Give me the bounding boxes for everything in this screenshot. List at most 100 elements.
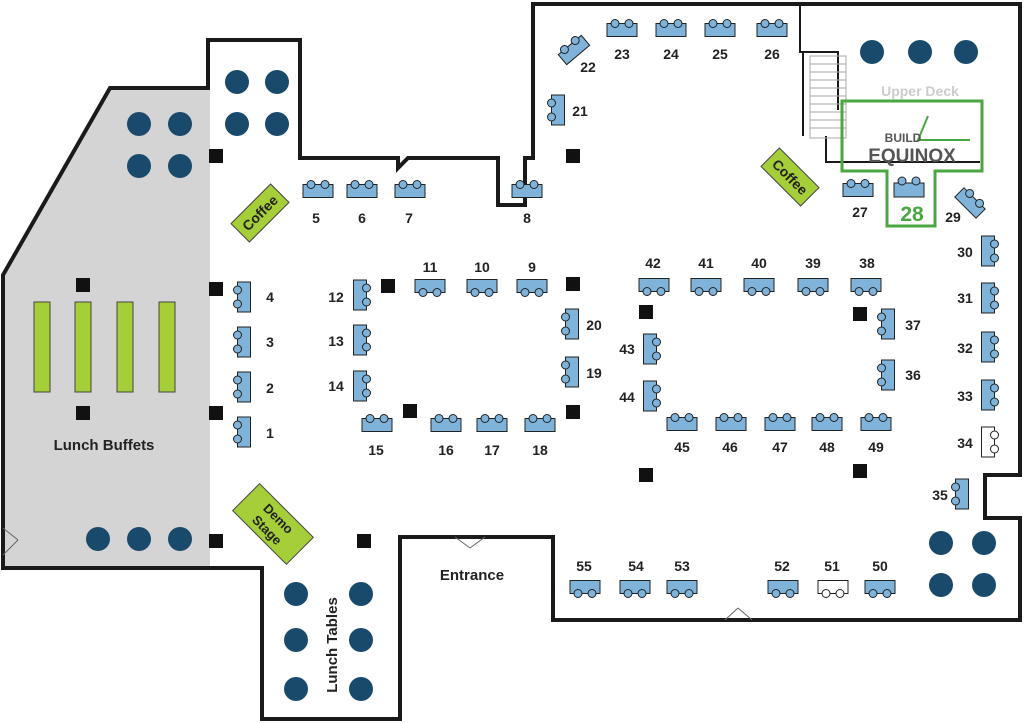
pillars: [76, 149, 867, 548]
booth-number: 40: [751, 255, 767, 271]
booth-32[interactable]: 32: [957, 331, 999, 363]
booth-number: 15: [368, 442, 384, 458]
booth-44[interactable]: 44: [619, 380, 661, 412]
booth-54[interactable]: 54: [619, 558, 651, 598]
round-table: [929, 573, 953, 597]
booth-number: 51: [824, 558, 840, 574]
coffee-station-left[interactable]: Coffee: [230, 183, 290, 243]
booth-36[interactable]: 36: [877, 359, 921, 391]
pillar: [209, 406, 223, 420]
booth-number: 1: [266, 425, 274, 441]
booth-11[interactable]: 11: [414, 259, 446, 297]
booth-number: 2: [266, 380, 274, 396]
booth-43[interactable]: 43: [619, 333, 661, 365]
booth-2[interactable]: 2: [233, 371, 275, 403]
booth-number: 10: [474, 259, 490, 275]
booth-8[interactable]: 8: [511, 180, 543, 227]
booth-14[interactable]: 14: [328, 370, 371, 402]
booth-1[interactable]: 1: [233, 416, 275, 448]
round-table: [284, 582, 308, 606]
round-table: [168, 112, 192, 136]
booth-number: 8: [523, 210, 531, 226]
pillar: [639, 305, 653, 319]
booth-21[interactable]: 21: [547, 94, 588, 126]
round-table: [972, 573, 996, 597]
booth-number: 18: [532, 442, 548, 458]
booth-27[interactable]: 27: [842, 179, 874, 221]
booth-41[interactable]: 41: [690, 255, 722, 296]
brand-line2: EQUINOX: [868, 146, 956, 167]
booth-number: 31: [957, 290, 973, 306]
booth-18[interactable]: 18: [524, 414, 556, 459]
booth-26[interactable]: 26: [756, 19, 788, 63]
round-table: [349, 582, 373, 606]
booth-number: 42: [645, 255, 661, 271]
booth-15[interactable]: 15: [361, 414, 393, 459]
build-equinox-logo: BUILD EQUINOX: [868, 115, 970, 167]
booth-38[interactable]: 38: [850, 255, 882, 296]
booth-3[interactable]: 3: [233, 326, 275, 358]
round-table: [284, 628, 308, 652]
booth-42[interactable]: 42: [638, 255, 670, 296]
round-table: [168, 154, 192, 178]
booth-19[interactable]: 19: [561, 356, 602, 388]
booth-48[interactable]: 48: [811, 413, 843, 456]
booth-12[interactable]: 12: [328, 279, 371, 311]
booth-number: 54: [628, 558, 644, 574]
booth-20[interactable]: 20: [561, 308, 602, 340]
booth-55[interactable]: 55: [569, 558, 601, 598]
booth-39[interactable]: 39: [797, 255, 829, 296]
booth-30[interactable]: 30: [957, 235, 999, 267]
pillar: [209, 534, 223, 548]
pillar: [76, 278, 90, 292]
booth-33[interactable]: 33: [957, 379, 999, 411]
booth-number: 47: [772, 439, 788, 455]
booth-number: 16: [438, 442, 454, 458]
booth-50[interactable]: 50: [864, 558, 896, 598]
pillar: [403, 404, 417, 418]
booth-number: 6: [358, 210, 366, 226]
booth-16[interactable]: 16: [430, 414, 462, 459]
booth-number: 17: [484, 442, 500, 458]
booth-29[interactable]: 29: [945, 185, 988, 225]
booth-5[interactable]: 5: [302, 180, 334, 227]
door-icons: [2, 527, 753, 621]
buffet-tables: [33, 301, 176, 393]
booth-37[interactable]: 37: [877, 308, 921, 340]
highlight-booth-28[interactable]: 28 BUILD EQUINOX: [840, 99, 984, 228]
lunch-buffet-area: [3, 88, 210, 568]
booth-31[interactable]: 31: [957, 282, 999, 314]
booth-4[interactable]: 4: [233, 281, 275, 313]
upper-deck-label: Upper Deck: [881, 83, 959, 99]
booth-10[interactable]: 10: [466, 259, 498, 297]
booth-40[interactable]: 40: [743, 255, 775, 296]
booth-7[interactable]: 7: [394, 180, 426, 227]
booth-49[interactable]: 49: [860, 413, 892, 456]
round-table: [349, 677, 373, 701]
booth-53[interactable]: 53: [666, 558, 698, 598]
booth-47[interactable]: 47: [764, 413, 796, 456]
coffee-station-right[interactable]: Coffee: [760, 147, 820, 207]
booth-22[interactable]: 22: [556, 32, 596, 75]
booth-number: 37: [905, 317, 921, 333]
round-table: [127, 527, 151, 551]
booth-13[interactable]: 13: [328, 324, 371, 356]
booth-number: 52: [774, 558, 790, 574]
booth-24[interactable]: 24: [655, 19, 687, 63]
booth-51[interactable]: 51: [817, 558, 849, 598]
booth-number: 33: [957, 388, 973, 404]
booth-23[interactable]: 23: [606, 19, 638, 63]
booth-6[interactable]: 6: [346, 180, 378, 227]
booth-45[interactable]: 45: [666, 413, 698, 456]
booth-35[interactable]: 35: [932, 478, 969, 510]
booth-52[interactable]: 52: [767, 558, 799, 598]
booth-25[interactable]: 25: [704, 19, 736, 63]
booth-34[interactable]: 34: [957, 426, 999, 458]
demo-stage[interactable]: Demo Stage: [231, 482, 315, 566]
booth-number: 36: [905, 367, 921, 383]
booth-46[interactable]: 46: [715, 413, 747, 456]
booth-17[interactable]: 17: [476, 414, 508, 459]
booth-9[interactable]: 9: [516, 259, 548, 297]
booth-number: 26: [764, 46, 780, 62]
